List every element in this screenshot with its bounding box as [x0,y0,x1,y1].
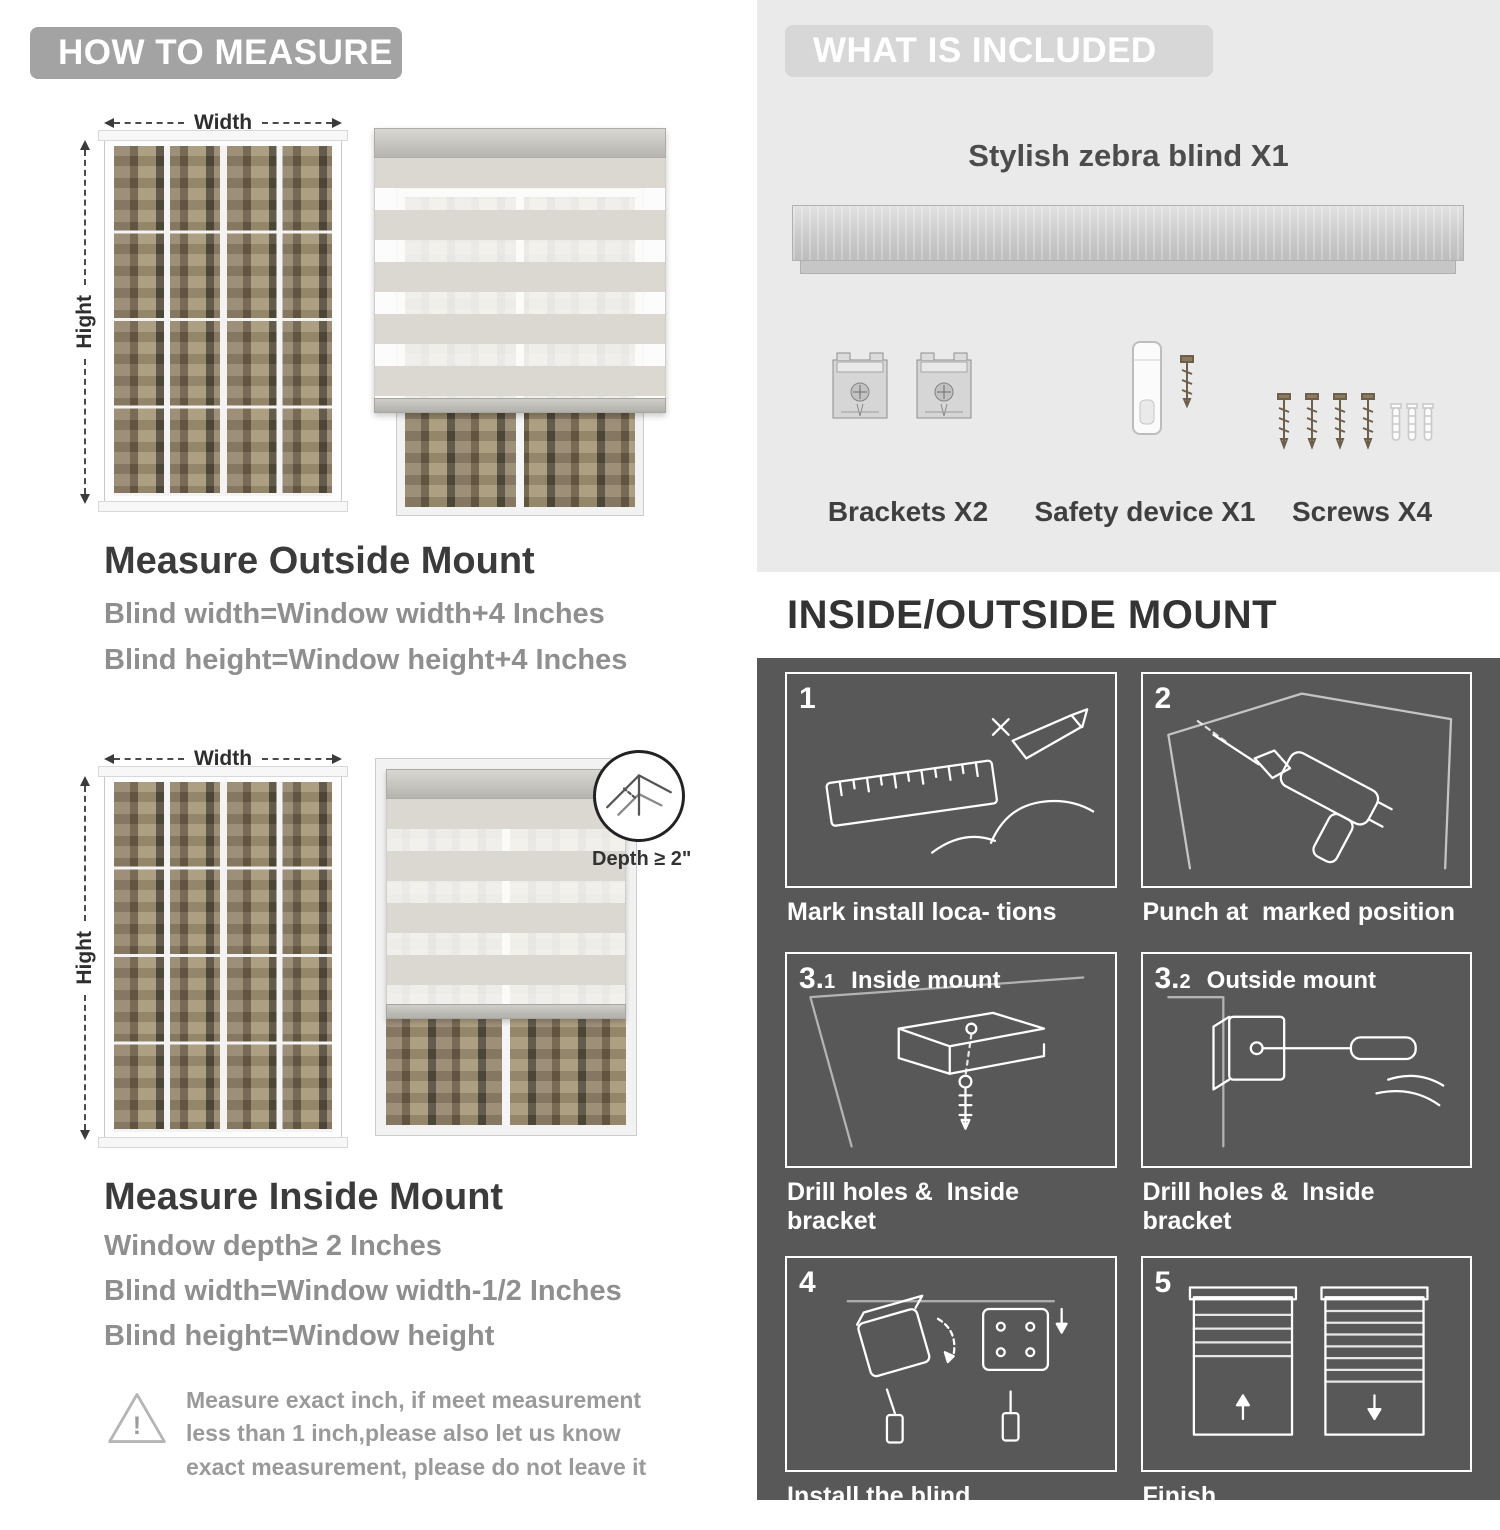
inside-rule-height: Blind height=Window height [104,1320,495,1352]
brackets-label: Brackets X2 [827,496,989,527]
step-3-1: 3. 1 Inside mount [785,952,1117,1250]
blind-headrail-lip [800,261,1456,274]
step-number: 3. [1154,962,1180,995]
step-number: 1 [799,682,816,715]
what-is-included-banner: WHAT IS INCLUDED [785,25,1213,77]
step-caption: Punch at marked position [1142,898,1456,926]
step-caption: Mark install loca- tions [787,898,1057,926]
measurement-note: Measure exact inch, if meet measurement … [186,1387,647,1480]
exclamation-glyph: ! [133,1413,141,1440]
step-sub-number: 2 [1179,971,1191,993]
outside-width-dimension: Width [104,111,342,134]
inside-blind-illustration [375,758,637,1136]
bracket-icon [916,352,972,419]
blind-headrail-illustration [792,205,1464,261]
outside-rule-height: Blind height=Window height+4 Inches [104,644,628,676]
step-tag: Outside mount [1206,967,1376,994]
step-tag: Inside mount [851,967,1001,994]
blind-cassette [386,769,626,799]
height-label: Hight [73,295,96,349]
window-sash [114,782,220,1132]
blind-bottom-rail [374,398,666,413]
mount-section-title: INSIDE/OUTSIDE MOUNT [787,592,1278,637]
step-2: 2 [1140,672,1472,946]
corner-detail-icon [606,774,672,816]
safety-device-label: Safety device X1 [1034,496,1256,527]
inside-bracket-illustration [809,976,1085,1148]
arrow-down-icon [80,494,90,504]
arrow-left-icon [104,118,114,128]
zebra-blind [374,128,666,413]
step-number: 4 [799,1266,816,1299]
step-sub-number: 1 [824,971,836,993]
arrow-left-icon [104,754,114,764]
blind-cassette [374,128,666,158]
window-sash [226,146,332,496]
window-sash [226,782,332,1132]
blind-stripes [386,799,626,1004]
safety-device-illustration [1095,338,1225,455]
step-number: 3. [799,962,825,995]
window-sash [114,146,220,496]
step-number: 5 [1154,1266,1172,1299]
installation-steps-panel: 1 [757,658,1500,1510]
mark-locations-illustration [825,708,1095,854]
warning-triangle-icon: ! [104,1388,170,1453]
arrow-up-icon [80,140,90,150]
step-number: 2 [1154,682,1172,715]
outside-height-dimension: Hight [73,140,96,504]
blind-stripes [374,158,666,398]
outside-window-illustration [98,130,348,512]
inside-rule-width: Blind width=Window width-1/2 Inches [104,1275,622,1307]
depth-detail-callout [593,750,685,842]
arrow-right-icon [332,118,342,128]
step-1: 1 [785,672,1117,946]
arrow-right-icon [332,754,342,764]
screws-illustration [1273,388,1443,473]
step-caption: Finish [1142,1482,1217,1510]
how-to-measure-title: HOW TO MEASURE [58,33,393,72]
blind-bottom-rail [386,1004,626,1019]
step-4: 4 [785,1256,1117,1530]
bracket-icon [832,352,888,419]
width-label: Width [193,747,253,770]
depth-label: Depth ≥ 2" [592,848,692,870]
drill-illustration [1166,692,1452,870]
height-label: Hight [73,931,96,985]
step-3-2: 3. 2 Outside mount [1140,952,1472,1250]
zebra-blind [386,769,626,1019]
step-caption: Install the blind [787,1482,971,1510]
step-caption: Drill holes & Inside bracket [787,1178,1026,1235]
width-label: Width [193,111,253,134]
product-name: Stylish zebra blind X1 [968,138,1289,173]
inside-width-dimension: Width [104,747,342,770]
outside-mount-heading: Measure Outside Mount [104,540,535,582]
how-to-measure-banner: HOW TO MEASURE [30,27,402,79]
outside-rule-width: Blind width=Window width+4 Inches [104,598,605,630]
arrow-up-icon [80,776,90,786]
screws-label: Screws X4 [1291,496,1433,527]
install-blind-illustration [846,1294,1068,1444]
arrow-down-icon [80,1130,90,1140]
inside-rule-depth: Window depth≥ 2 Inches [104,1230,442,1262]
finish-illustration [1188,1286,1429,1436]
step-5: 5 Fi [1140,1256,1472,1530]
what-is-included-title: WHAT IS INCLUDED [813,31,1157,70]
inside-window-illustration [98,766,348,1148]
outside-blind-illustration [374,128,666,516]
step-caption: Drill holes & Inside bracket [1142,1178,1382,1235]
what-is-included-panel: WHAT IS INCLUDED Stylish zebra blind X1 [757,0,1500,572]
inside-mount-heading: Measure Inside Mount [104,1176,504,1218]
brackets-illustration [827,346,977,430]
inside-height-dimension: Hight [73,776,96,1140]
outside-bracket-illustration [1166,996,1444,1148]
mount-title-strip: INSIDE/OUTSIDE MOUNT [757,572,1500,658]
